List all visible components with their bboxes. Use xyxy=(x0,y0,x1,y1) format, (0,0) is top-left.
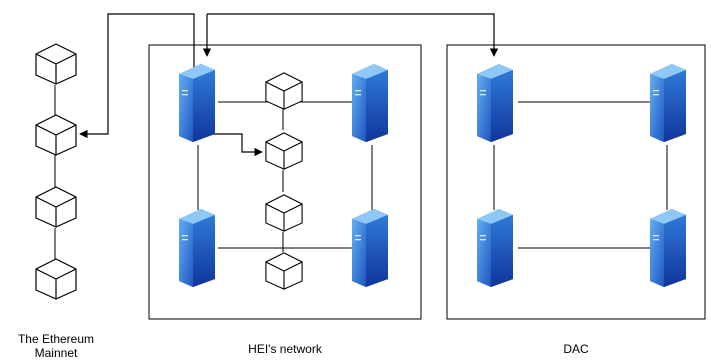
cube-icon xyxy=(265,72,303,110)
hei-network-box xyxy=(148,44,422,320)
server-icon xyxy=(650,209,686,287)
dac-links xyxy=(493,101,668,249)
cube-icon xyxy=(265,252,303,290)
cube-icon xyxy=(35,114,77,156)
server-icon xyxy=(352,64,388,142)
cube-icon xyxy=(35,258,77,300)
arrow-hei-to-mainnet xyxy=(79,13,195,139)
server-icon xyxy=(352,209,388,287)
cube-icon xyxy=(265,132,303,170)
mainnet-label: The Ethereum Mainnet xyxy=(17,332,95,360)
cube-icon xyxy=(35,43,77,85)
server-icon xyxy=(179,64,215,142)
dac-label: DAC xyxy=(563,342,589,356)
server-icon xyxy=(477,64,513,142)
cube-icon xyxy=(35,186,77,228)
server-icon xyxy=(650,64,686,142)
arrow-to-dac xyxy=(207,13,499,57)
server-icon xyxy=(477,209,513,287)
arrow-node-to-block xyxy=(213,133,263,157)
server-icon xyxy=(179,209,215,287)
dac-box xyxy=(446,44,706,320)
hei-network-label: HEI's network xyxy=(248,342,322,356)
cube-icon xyxy=(265,194,303,232)
